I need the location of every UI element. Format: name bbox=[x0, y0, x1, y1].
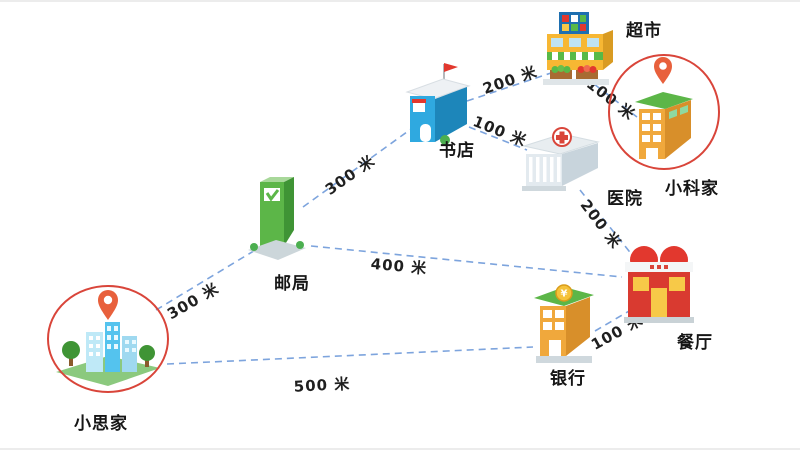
location-pin-icon-xiaoke bbox=[654, 57, 672, 84]
highlight-circle-xiaosi-home bbox=[47, 285, 169, 393]
coin-icon bbox=[555, 284, 573, 302]
edge-supermarket-xiaoke-home bbox=[593, 83, 638, 118]
building-post-office bbox=[248, 177, 306, 260]
highlight-circle-xiaoke-home bbox=[608, 54, 720, 170]
node-label-restaurant: 餐厅 bbox=[677, 332, 713, 353]
edge-post-office-restaurant bbox=[310, 245, 623, 278]
bottom-frame-line bbox=[0, 448, 800, 450]
top-frame-line bbox=[0, 0, 800, 2]
distance-label: 200 米 bbox=[480, 63, 539, 98]
distance-label: 500 米 bbox=[293, 375, 350, 396]
tree-icon bbox=[62, 341, 80, 359]
flag-icon bbox=[444, 63, 458, 72]
distance-label: 300 米 bbox=[164, 279, 222, 323]
distance-label: 400 米 bbox=[370, 255, 428, 278]
building-bank: ¥ bbox=[534, 284, 594, 363]
node-label-xiaosi-home: 小思家 bbox=[74, 413, 128, 434]
edge-xiaosi-home-bank bbox=[166, 346, 534, 365]
edge-hospital-restaurant bbox=[579, 189, 638, 262]
edge-bookstore-hospital bbox=[468, 126, 528, 151]
edge-bank-restaurant bbox=[594, 303, 642, 332]
edge-xiaosi-home-post-office bbox=[155, 248, 258, 311]
distance-label: 100 米 bbox=[470, 112, 529, 150]
node-label-post-office: 邮局 bbox=[274, 273, 310, 294]
building-hospital bbox=[522, 127, 600, 191]
distance-label: 300 米 bbox=[322, 152, 379, 199]
location-pin-icon-xiaosi bbox=[98, 290, 118, 320]
node-labels-layer: 超市 书店 小科家 医院 邮局 餐厅 银行 小思家 bbox=[74, 20, 719, 434]
edges-layer bbox=[155, 72, 642, 365]
building-supermarket bbox=[543, 12, 613, 85]
edge-bookstore-supermarket bbox=[466, 72, 552, 102]
tree-icon bbox=[139, 345, 155, 361]
building-xiaoke-home bbox=[635, 92, 693, 159]
building-restaurant bbox=[624, 246, 694, 323]
building-bookstore bbox=[405, 63, 471, 145]
node-label-hospital: 医院 bbox=[607, 188, 643, 209]
node-label-bank: 银行 bbox=[550, 368, 586, 389]
node-label-bookstore: 书店 bbox=[439, 140, 475, 161]
node-label-xiaoke-home: 小科家 bbox=[665, 178, 719, 199]
yuan-symbol-icon: ¥ bbox=[561, 289, 568, 300]
node-label-supermarket: 超市 bbox=[626, 20, 662, 41]
building-xiaosi-home bbox=[56, 322, 160, 386]
